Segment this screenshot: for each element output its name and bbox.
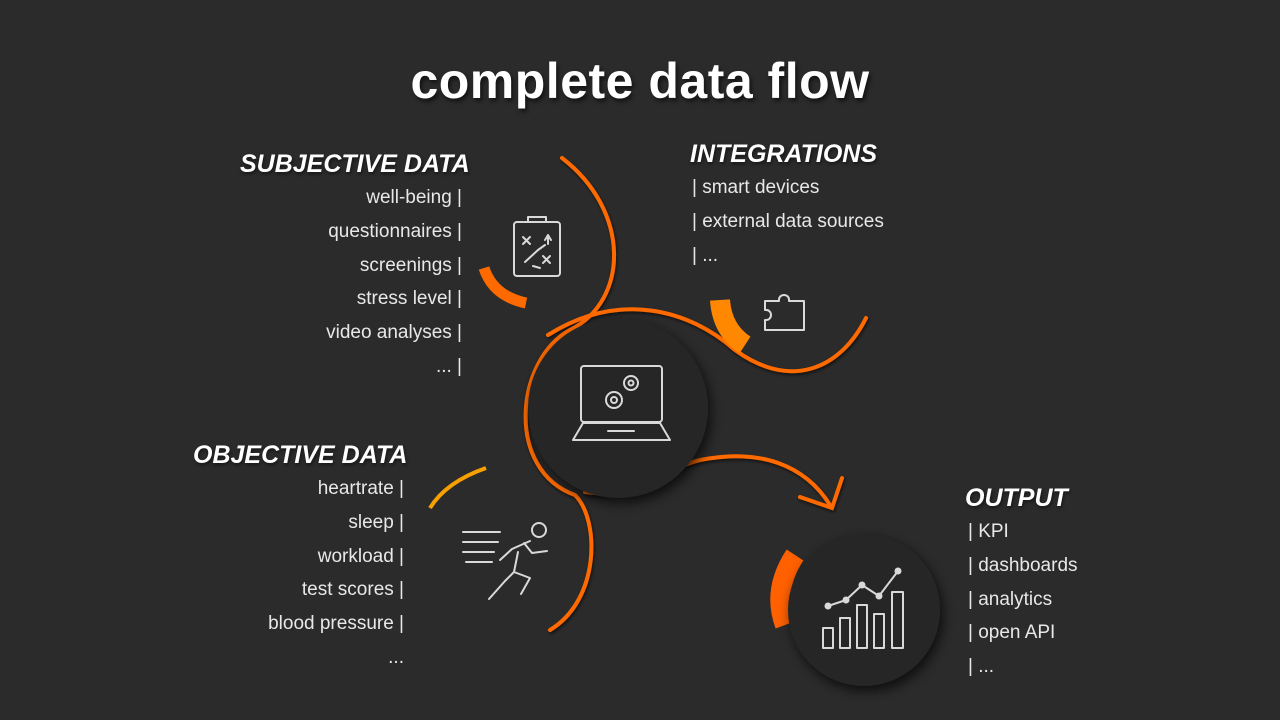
list-item: sleep | <box>348 511 404 533</box>
list-item: video analyses | <box>326 322 462 344</box>
accent-arc-subjective <box>478 266 528 309</box>
list-item: well-being | <box>366 187 462 208</box>
accent-arc-output <box>770 549 804 629</box>
running-person-icon <box>462 522 548 600</box>
integrations-list: | smart devices | external data sources … <box>692 177 884 278</box>
list-item: heartrate | <box>317 478 404 499</box>
list-item: stress level | <box>356 288 462 310</box>
list-item: | KPI <box>968 521 1009 542</box>
list-item: | smart devices <box>692 177 820 198</box>
puzzle-piece-icon <box>764 294 805 331</box>
flow-arrow-head <box>798 476 844 511</box>
list-item: test scores | <box>301 579 404 601</box>
accent-arc-objective <box>428 466 487 510</box>
subjective-data-list: well-being | questionnaires | screenings… <box>326 187 462 390</box>
list-item: | ... <box>692 244 719 266</box>
output-list: | KPI | dashboards | analytics | open AP… <box>968 521 1078 690</box>
list-item: ... | <box>435 355 462 377</box>
laptop-gears-icon <box>572 365 671 441</box>
clipboard-strategy-icon <box>513 216 561 277</box>
list-item: | analytics <box>968 588 1053 610</box>
list-item: | open API <box>968 622 1056 644</box>
accent-arc-integrations <box>710 298 751 354</box>
bar-line-chart-icon <box>822 567 904 649</box>
list-item: | ... <box>968 656 995 678</box>
subjective-data-heading: SUBJECTIVE DATA <box>240 150 470 178</box>
list-item: blood pressure | <box>268 613 404 635</box>
list-item: questionnaires | <box>328 220 462 242</box>
output-heading: OUTPUT <box>965 484 1068 512</box>
list-item: ... <box>388 646 404 668</box>
list-item: workload | <box>317 545 404 567</box>
objective-data-list: heartrate | sleep | workload | test scor… <box>268 478 404 681</box>
list-item: | external data sources <box>692 210 884 232</box>
list-item: screenings | <box>359 254 462 276</box>
integrations-heading: INTEGRATIONS <box>690 140 878 168</box>
page-title: complete data flow <box>410 53 870 109</box>
list-item: | dashboards <box>968 554 1078 576</box>
output-circle <box>788 534 940 686</box>
objective-data-heading: OBJECTIVE DATA <box>193 441 408 469</box>
flow-curve-subjective <box>523 156 616 632</box>
